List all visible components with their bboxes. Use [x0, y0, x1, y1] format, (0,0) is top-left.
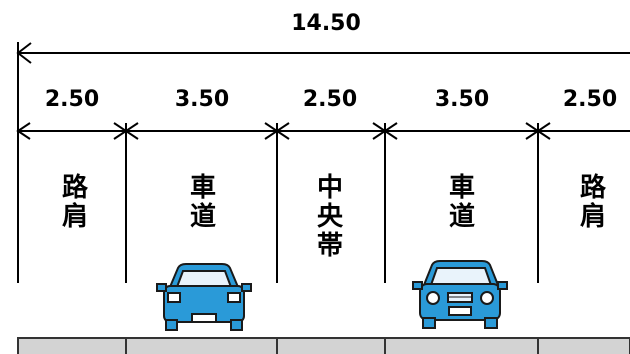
- car-front-icon: [412, 260, 508, 329]
- svg-text:中央帯: 中央帯: [317, 173, 344, 261]
- segment-label-char: 車: [190, 173, 216, 203]
- segment-label-lane-left: 車道: [190, 173, 216, 232]
- svg-text:車道: 車道: [190, 173, 216, 232]
- svg-text:路肩: 路肩: [580, 172, 607, 232]
- total-width-dimension-line: [16, 42, 630, 64]
- road-surface: [17, 337, 630, 354]
- segment-label-char: 路: [62, 172, 89, 203]
- segment-label-shoulder-right: 路肩: [580, 172, 607, 232]
- segment-label-lane-right: 車道: [449, 173, 475, 232]
- segment-label-char: 肩: [580, 201, 606, 232]
- segment-label-char: 路: [580, 172, 607, 203]
- segment-boundaries: [17, 42, 539, 283]
- segment-width-shoulder-left: 2.50: [45, 87, 99, 112]
- segment-label-char: 道: [449, 201, 475, 232]
- segment-label-char: 央: [317, 202, 344, 232]
- segment-width-median: 2.50: [303, 87, 357, 112]
- total-width-label: 14.50: [291, 11, 361, 36]
- segment-label-char: 帯: [317, 231, 343, 261]
- segment-width-shoulder-right: 2.50: [563, 87, 617, 112]
- segment-label-char: 道: [190, 201, 216, 232]
- car-rear-icon: [156, 263, 252, 331]
- svg-text:車道: 車道: [449, 173, 475, 232]
- segment-width-lane-left: 3.50: [175, 87, 229, 112]
- segment-label-char: 車: [449, 173, 475, 203]
- segment-width-lane-right: 3.50: [435, 87, 489, 112]
- svg-text:路肩: 路肩: [62, 172, 89, 232]
- segment-label-shoulder-left: 路肩: [62, 172, 89, 232]
- segment-label-char: 肩: [62, 201, 88, 232]
- segment-label-median: 中央帯: [317, 173, 344, 261]
- segment-label-char: 中: [317, 173, 343, 203]
